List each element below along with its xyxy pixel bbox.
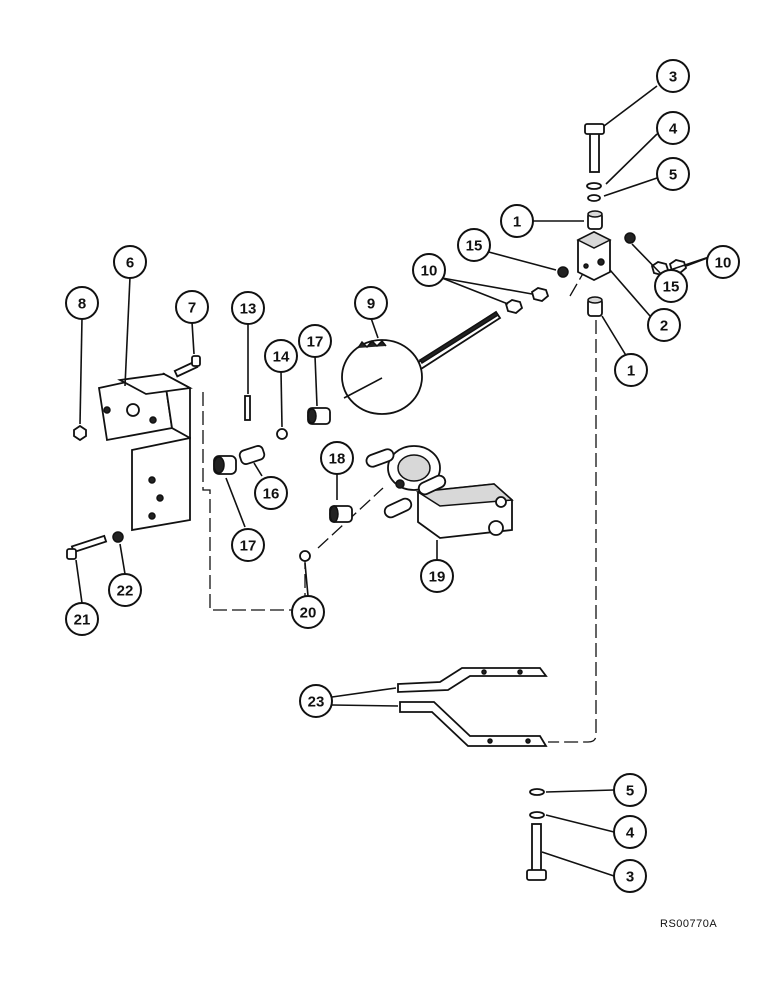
washer-right: [624, 232, 636, 244]
bushing-17-left: [213, 455, 237, 475]
callout-item-16: 16: [254, 476, 288, 510]
callout-item-3-bottom: 3: [613, 859, 647, 893]
bushing-18: [329, 505, 353, 523]
callout-item-17-bottom: 17: [231, 528, 265, 562]
bolt-bottom: [526, 823, 547, 881]
washer-bracket: [112, 531, 124, 543]
svg-text:15: 15: [663, 279, 680, 296]
gear-shaft-assembly: [341, 310, 502, 415]
svg-text:14: 14: [273, 349, 290, 366]
callout-item-22: 22: [108, 573, 142, 607]
svg-text:21: 21: [74, 612, 91, 629]
roll-pin: [244, 395, 251, 421]
mounting-bracket: [97, 372, 193, 532]
drawing-reference-code: RS00770A: [660, 918, 718, 930]
clip: [276, 428, 288, 440]
callout-item-4-bottom: 4: [613, 815, 647, 849]
callout-item-7: 7: [175, 290, 209, 324]
spacer-16: [238, 445, 266, 465]
svg-text:23: 23: [308, 694, 325, 711]
svg-text:4: 4: [626, 825, 635, 842]
callout-item-14: 14: [264, 339, 298, 373]
svg-text:15: 15: [466, 238, 483, 255]
callout-item-19: 19: [420, 559, 454, 593]
svg-text:10: 10: [421, 263, 438, 280]
lockwasher-bottom: [529, 811, 545, 819]
svg-text:5: 5: [669, 167, 677, 184]
svg-text:1: 1: [513, 214, 521, 231]
svg-text:6: 6: [126, 255, 134, 272]
callout-item-2: 2: [647, 308, 681, 342]
bushing-upper: [587, 210, 603, 230]
washer-left: [557, 266, 569, 278]
svg-text:4: 4: [669, 121, 678, 138]
bolt-top: [584, 123, 605, 173]
callout-item-5-bottom: 5: [613, 773, 647, 807]
svg-text:5: 5: [626, 783, 634, 800]
svg-text:1: 1: [627, 363, 635, 380]
callout-item-10-right: 10: [706, 245, 740, 279]
callout-item-1-top: 1: [500, 204, 534, 238]
callout-item-13: 13: [231, 291, 265, 325]
motor-assembly: [365, 445, 514, 539]
nut-bracket: [73, 424, 87, 442]
svg-text:20: 20: [300, 605, 317, 622]
callout-item-8: 8: [65, 286, 99, 320]
callout-item-1-bottom: 1: [614, 353, 648, 387]
leader-lines: [75, 85, 719, 877]
svg-text:3: 3: [626, 869, 634, 886]
callout-item-20: 20: [291, 595, 325, 629]
washer-bottom: [529, 788, 545, 796]
screw-bracket-bottom: [66, 534, 108, 560]
callout-item-18: 18: [320, 441, 354, 475]
callout-item-15-left: 15: [457, 228, 491, 262]
svg-text:7: 7: [188, 300, 196, 317]
washer-20: [299, 550, 311, 562]
callout-item-23: 23: [299, 684, 333, 718]
callout-item-5-top: 5: [656, 157, 690, 191]
washer-top: [587, 194, 601, 202]
callout-item-15-right: 15: [654, 269, 688, 303]
svg-text:10: 10: [715, 255, 732, 272]
callout-item-17-top: 17: [298, 324, 332, 358]
strap-pair: [397, 667, 548, 747]
callout-item-6: 6: [113, 245, 147, 279]
callout-item-9: 9: [354, 286, 388, 320]
svg-text:9: 9: [367, 296, 375, 313]
callout-item-21: 21: [65, 602, 99, 636]
callout-item-10-left: 10: [412, 253, 446, 287]
pivot-block: [576, 230, 612, 282]
bushing-lower: [587, 296, 603, 317]
svg-text:17: 17: [240, 538, 257, 555]
svg-text:22: 22: [117, 583, 134, 600]
svg-text:18: 18: [329, 451, 346, 468]
screw-bracket-top: [173, 355, 201, 378]
svg-text:17: 17: [307, 334, 324, 351]
svg-text:13: 13: [240, 301, 257, 318]
lockwasher-top: [586, 182, 602, 190]
svg-text:16: 16: [263, 486, 280, 503]
svg-text:2: 2: [660, 318, 668, 335]
svg-text:8: 8: [78, 296, 86, 313]
svg-text:19: 19: [429, 569, 446, 586]
callout-item-4-top: 4: [656, 111, 690, 145]
bushing-17-top: [307, 407, 331, 425]
svg-text:3: 3: [669, 69, 677, 86]
nut-pair-left: [504, 287, 550, 314]
callout-item-3-top: 3: [656, 59, 690, 93]
